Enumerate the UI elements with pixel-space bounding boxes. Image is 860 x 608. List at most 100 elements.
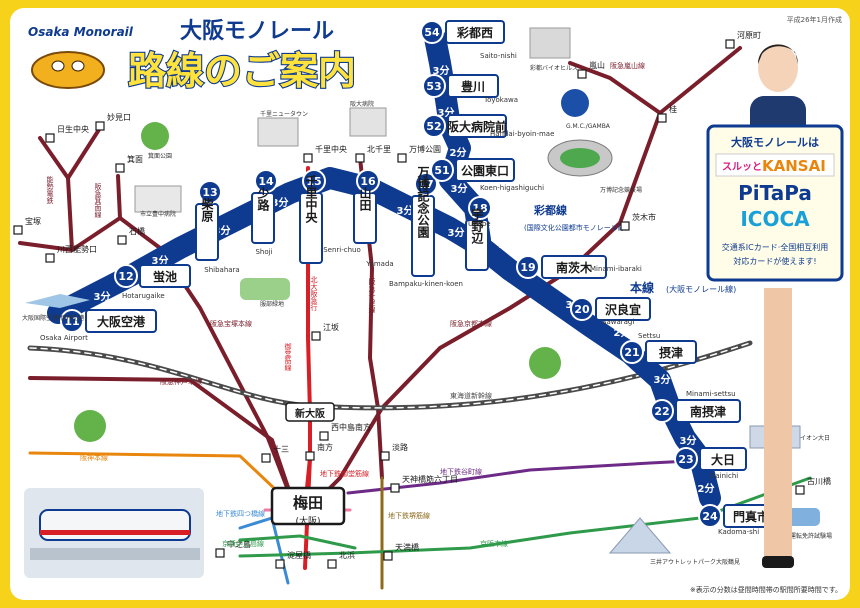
other-station[interactable]: 淀屋橋 [275,550,311,569]
travel-time: 2分 [698,482,715,495]
other-stations-layer: 日生中央妙見口宝塚川西能勢口箕面石橋千里中央北千里万博公園江坂新大阪西中島南方十… [13,30,831,569]
station-romaji: Hotarugaike [122,292,165,300]
other-station[interactable]: 日生中央 [45,124,89,143]
other-station[interactable]: 石橋 [117,226,145,245]
other-station[interactable]: 中之島 [215,539,251,558]
station-number-badge [356,169,380,193]
other-station[interactable]: 万博公園 [397,144,441,163]
station-name: 阪大病院前 [447,119,507,134]
station-number: 21 [624,346,639,359]
station-label: 南方 [317,442,333,452]
other-station[interactable]: 嵐山 [577,60,605,79]
travel-time: 3分 [272,196,289,209]
other-station[interactable]: 北千里 [355,144,391,163]
other-station[interactable]: 古川橋 [795,476,831,495]
other-station[interactable]: 新大阪 [285,402,335,422]
station-number-badge [674,447,698,471]
rail-line-label: 阪急宝塚本線 [210,319,252,328]
station-marker [311,331,321,341]
travel-time: 3分 [654,373,671,386]
station-marker [390,483,400,493]
station-romaji: Toyokawa [483,96,518,104]
station-number: 22 [654,405,669,418]
station-romaji: Bampaku-kinen-koen [389,280,463,288]
tree-illustration [74,410,106,442]
other-station[interactable]: 西中島南方 [319,422,371,441]
station-label: 川西能勢口 [57,244,97,254]
other-station[interactable]: 天満橋 [383,542,419,561]
station-marker [319,431,329,441]
other-station[interactable]: 南方 [305,442,333,461]
station-number: 53 [426,80,441,93]
other-station[interactable]: 梅田 [270,486,346,526]
station-romaji: Minami-settsu [686,390,736,398]
other-station[interactable]: 十三 [261,444,289,463]
station-name-box [699,447,747,471]
other-station[interactable]: 妙見口 [95,112,131,131]
station-name: 千里中央 [304,174,318,224]
other-station[interactable]: 河原町 [725,30,761,49]
station-label: 箕面 [127,154,143,164]
rail-line-label: 阪急箕面線 [94,182,102,218]
nose-railway-branch [66,126,102,180]
other-station[interactable]: (大阪) [295,515,320,527]
travel-time: 3分 [451,182,468,195]
station-label: 石橋 [129,226,145,236]
station-number-badge [422,74,446,98]
mascot-eye-icon [51,60,65,72]
landmark-label: イオン大日 [800,434,830,442]
station-number: 54 [424,26,440,39]
rail-line-label: 阪急京都本線 [450,319,492,328]
station-label: 桂 [669,104,677,114]
other-station[interactable]: 桂 [657,104,677,123]
monorail-car-illustration [39,509,191,541]
station-number: 16 [360,175,376,188]
landmark-label: 箕面公園 [148,152,172,160]
major-station-box [285,402,335,422]
hankyu-kobe-line [28,376,297,510]
kansai-logo-text-a: スルッと [722,161,762,173]
other-station[interactable]: 北浜 [327,550,355,569]
ic-panel-note2: 対応カードが使えます! [733,256,816,266]
other-station[interactable]: 箕面 [115,154,143,173]
travel-time: 2分 [614,326,631,339]
mascot-gamba-illustration [561,89,589,117]
other-station[interactable]: 淡路 [380,442,408,461]
other-station[interactable]: 天神橋筋六丁目 [390,474,458,493]
travel-time: 3分 [397,204,414,217]
other-station[interactable]: 川西能勢口 [45,244,97,263]
station-name: 大阪空港 [97,314,146,329]
page-title: 路線のご案内 [128,49,356,93]
station-label: 天満橋 [395,542,419,552]
other-station[interactable]: 宝塚 [13,216,41,235]
other-station[interactable]: 茨木市 [620,212,656,231]
station-label: 中之島 [227,539,251,549]
other-station[interactable]: 江坂 [311,322,339,341]
station-marker [397,153,407,163]
mascot-eye-icon [71,60,85,72]
station-marker [620,221,630,231]
rail-line-label: 東海道新幹線 [450,391,492,400]
station-label: 千里中央 [315,144,347,154]
station-number-badge [422,114,446,138]
other-station[interactable]: 千里中央 [303,144,347,163]
building-illustration [349,107,387,137]
station-name: 山田 [358,186,372,212]
